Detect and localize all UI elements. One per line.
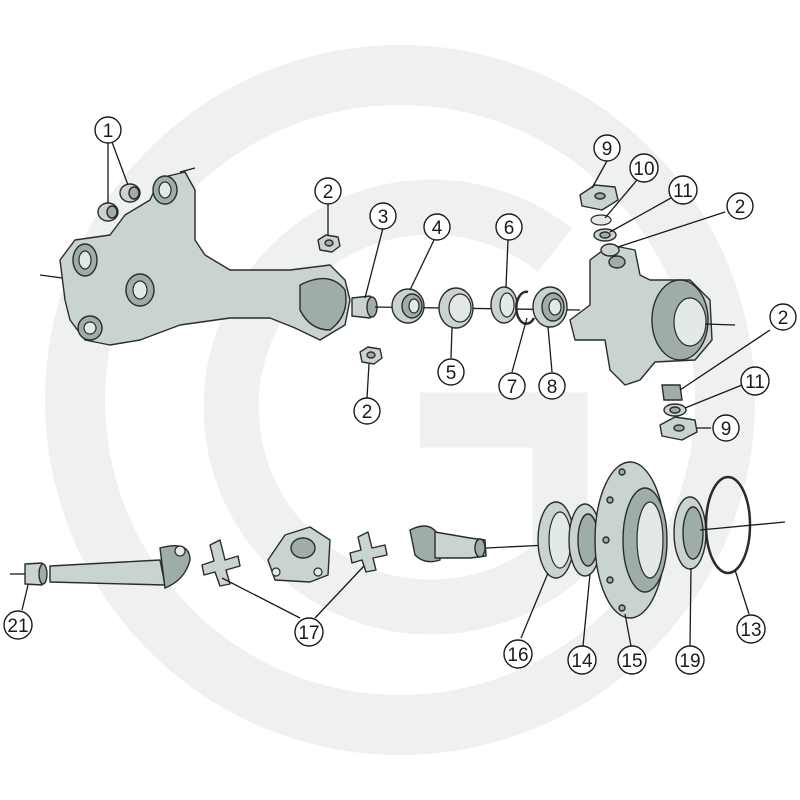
callout-5: 5 [437,358,465,386]
callout-17-label: 17 [298,623,319,644]
steering-knuckle [569,244,736,386]
bushing-pair [97,183,141,222]
callout-13-label: 13 [740,620,761,641]
drive-shaft [49,545,191,589]
assembly-axis-lower [699,521,786,531]
callout-1: 1 [94,116,122,144]
sleeve-21 [10,562,48,586]
axle-housing [39,167,351,346]
callout-7-label: 7 [507,377,518,398]
pivot-pin [351,295,378,319]
callout-2-left-bottom: 2 [353,397,381,425]
callout-3: 3 [369,202,397,230]
callout-6-label: 6 [504,218,515,239]
bearing-14 [568,503,602,577]
callout-4-label: 4 [432,218,443,239]
callout-19: 19 [675,645,705,675]
nut-right-top [600,243,620,257]
callout-21: 21 [3,610,33,640]
callout-9-top: 9 [593,134,621,162]
callout-3-label: 3 [378,207,389,228]
callout-2-right-bottom-label: 2 [778,308,789,329]
nut-upper [317,234,341,253]
callout-8-label: 8 [547,377,558,398]
callout-2-left-bottom-label: 2 [362,402,373,423]
callout-13: 13 [736,614,766,644]
callout-10-label: 10 [633,159,654,180]
callout-2-left-top: 2 [314,177,342,205]
wheel-hub-15 [594,461,668,619]
callout-6: 6 [495,213,523,241]
nut-lower [359,346,383,365]
circlip-7 [515,290,536,325]
callout-9-top-label: 9 [602,139,613,160]
callout-2-right-top: 2 [726,192,754,220]
callout-19-label: 19 [679,651,700,672]
seal-16 [537,501,575,579]
callout-14: 14 [567,645,597,675]
callout-17: 17 [294,617,324,647]
callout-21-label: 21 [7,616,28,637]
callout-9-bottom: 9 [712,414,740,442]
callout-7: 7 [498,372,526,400]
callout-16: 16 [503,639,533,669]
seal-11-bottom [663,403,687,417]
callout-2-right-top-label: 2 [735,197,746,218]
callout-8: 8 [538,372,566,400]
callout-10: 10 [629,153,659,183]
bearing-right-bottom [661,384,683,401]
callout-11-top: 11 [668,175,698,205]
callout-15-label: 15 [621,651,642,672]
callout-16-label: 16 [507,645,528,666]
callout-4: 4 [423,213,451,241]
ring-6 [490,286,518,324]
bearing-8 [532,286,568,328]
callout-11-bottom-label: 11 [745,372,765,393]
cover-plate-top [579,184,619,211]
callout-11-top-label: 11 [673,181,693,202]
universal-joint-cross-left [201,539,241,587]
shim-10 [590,214,612,226]
callout-2-right-bottom: 2 [769,303,797,331]
bearing-19 [673,496,707,570]
seal-5 [438,287,474,329]
callout-2-left-top-label: 2 [323,182,334,203]
callout-15: 15 [617,645,647,675]
callout-9-bottom-label: 9 [721,419,732,440]
callout-1-label: 1 [103,121,114,142]
callout-11-bottom: 11 [740,366,770,396]
bearing-4 [391,288,425,324]
callout-5-label: 5 [446,363,457,384]
watermark-logo [45,45,755,755]
cover-plate-bottom [659,416,698,441]
center-bearing-housing [267,526,331,583]
yoke-with-boot [409,525,549,563]
callout-14-label: 14 [571,651,593,672]
universal-joint-cross-right [349,531,388,573]
leader-lines [21,141,771,647]
